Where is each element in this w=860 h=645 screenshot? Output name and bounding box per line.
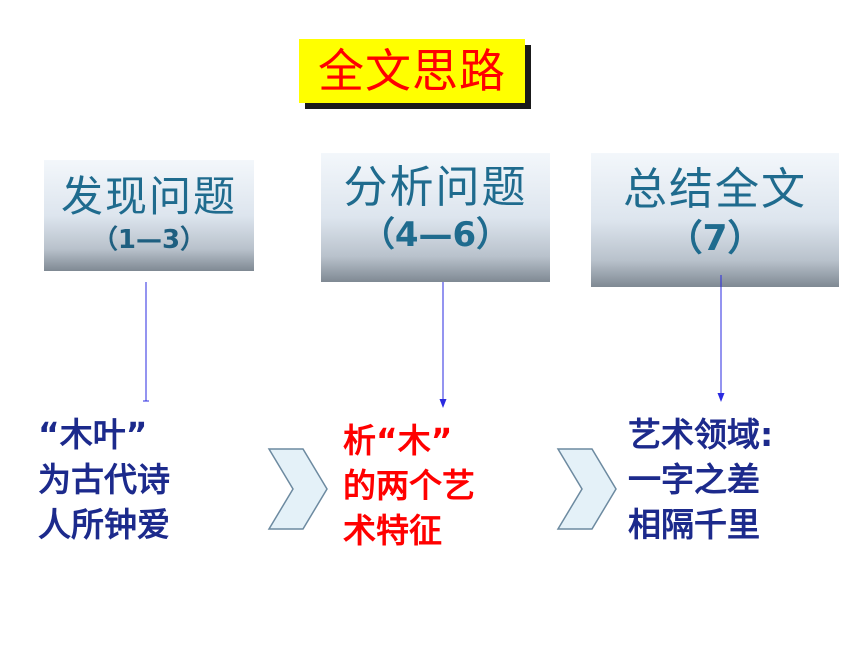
content-line: 人所钟爱 <box>38 505 170 544</box>
content-line: 相隔千里 <box>628 505 760 544</box>
stage-name: 总结全文 <box>623 164 807 215</box>
stage-box-analyze: 分析问题 （4—6） <box>321 153 550 282</box>
content-line: 析“木” <box>343 421 453 460</box>
stage-box-discover: 发现问题 （1—3） <box>44 160 254 271</box>
content-block-summarize: 艺术领域: 一字之差 相隔千里 <box>628 412 838 547</box>
connector-arrow-2 <box>439 282 447 408</box>
arrow-head-icon <box>717 393 725 402</box>
content-line: 一字之差 <box>628 460 760 499</box>
connector-arrow-3 <box>717 275 725 402</box>
diagram-title: 全文思路 <box>299 39 525 103</box>
content-line: 艺术领域: <box>628 415 774 454</box>
stage-range: （1—3） <box>91 225 207 255</box>
stage-name: 发现问题 <box>60 172 237 221</box>
stage-range: （4—6） <box>360 215 511 255</box>
content-line: “木叶” <box>38 415 148 454</box>
arrow-head-icon <box>439 399 447 408</box>
chevron-right-icon <box>267 448 328 530</box>
content-block-discover: “木叶” 为古代诗 人所钟爱 <box>38 412 238 547</box>
content-line: 为古代诗 <box>38 460 170 499</box>
chevron-right-icon <box>556 448 617 530</box>
content-line: 术特征 <box>343 511 442 550</box>
stage-box-summarize: 总结全文 （7） <box>591 153 839 287</box>
connector-line-1 <box>143 282 149 402</box>
stage-name: 分析问题 <box>343 162 528 213</box>
content-block-analyze: 析“木” 的两个艺 术特征 <box>343 418 533 553</box>
content-line: 的两个艺 <box>343 466 475 505</box>
stage-range: （7） <box>666 218 764 259</box>
